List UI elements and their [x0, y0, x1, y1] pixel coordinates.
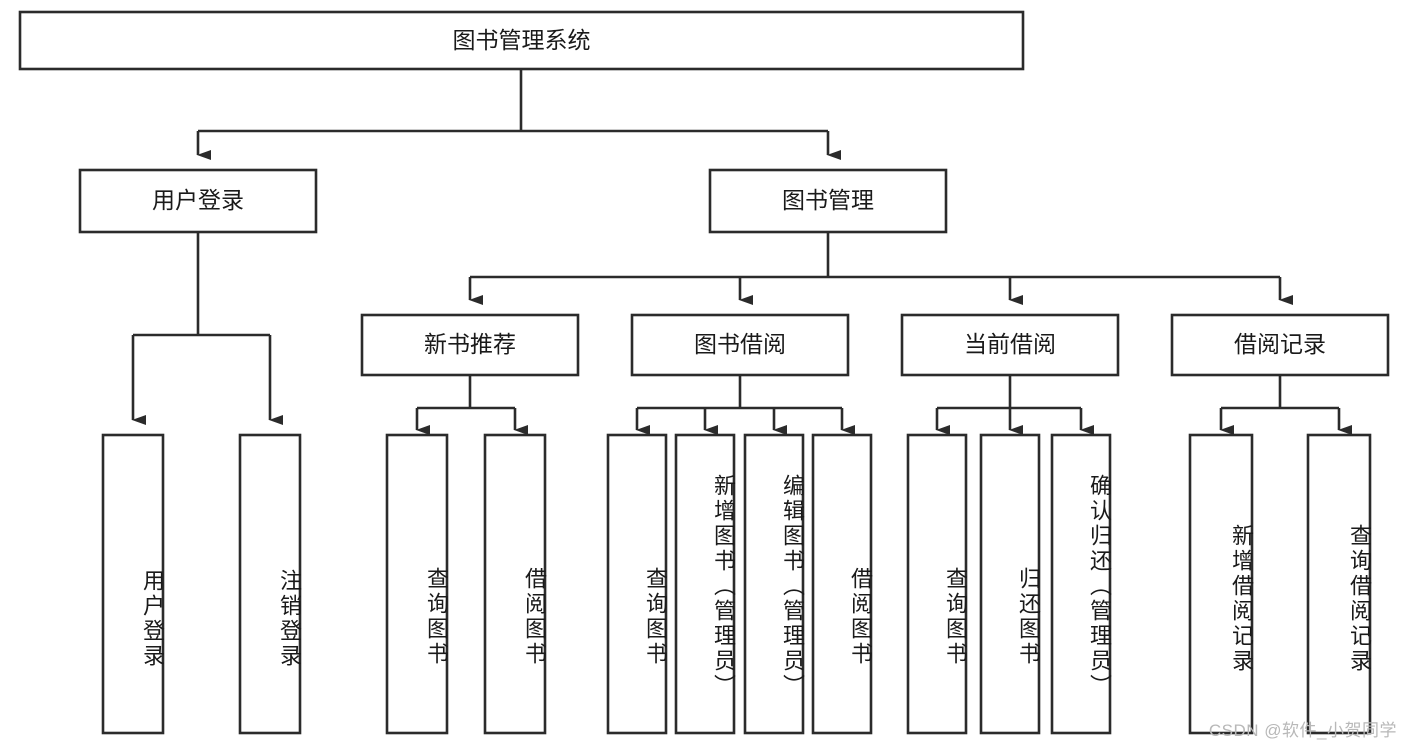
box-leaf [674, 433, 736, 735]
box-current-borrow [900, 313, 1120, 377]
box-leaf [385, 433, 449, 735]
box-root [18, 10, 1025, 71]
box-book-borrow [630, 313, 850, 377]
box-new-book-recommend [360, 313, 580, 377]
box-borrow-record [1170, 313, 1390, 377]
connector-lines [131, 69, 1352, 435]
box-leaf [979, 433, 1041, 735]
watermark: CSDN @软件_小贺同学 [1208, 721, 1397, 740]
box-user-login [78, 168, 318, 234]
box-leaf [238, 433, 302, 735]
box-leaf [101, 433, 165, 735]
box-leaf [606, 433, 668, 735]
box-leaf [811, 433, 873, 735]
box-leaf [743, 433, 805, 735]
box-leaf [483, 433, 547, 735]
box-leaf [1188, 433, 1254, 735]
box-leaf [1050, 433, 1112, 735]
box-book-management [708, 168, 948, 234]
box-outlines [18, 10, 1390, 735]
box-leaf [1306, 433, 1372, 735]
box-leaf [906, 433, 968, 735]
